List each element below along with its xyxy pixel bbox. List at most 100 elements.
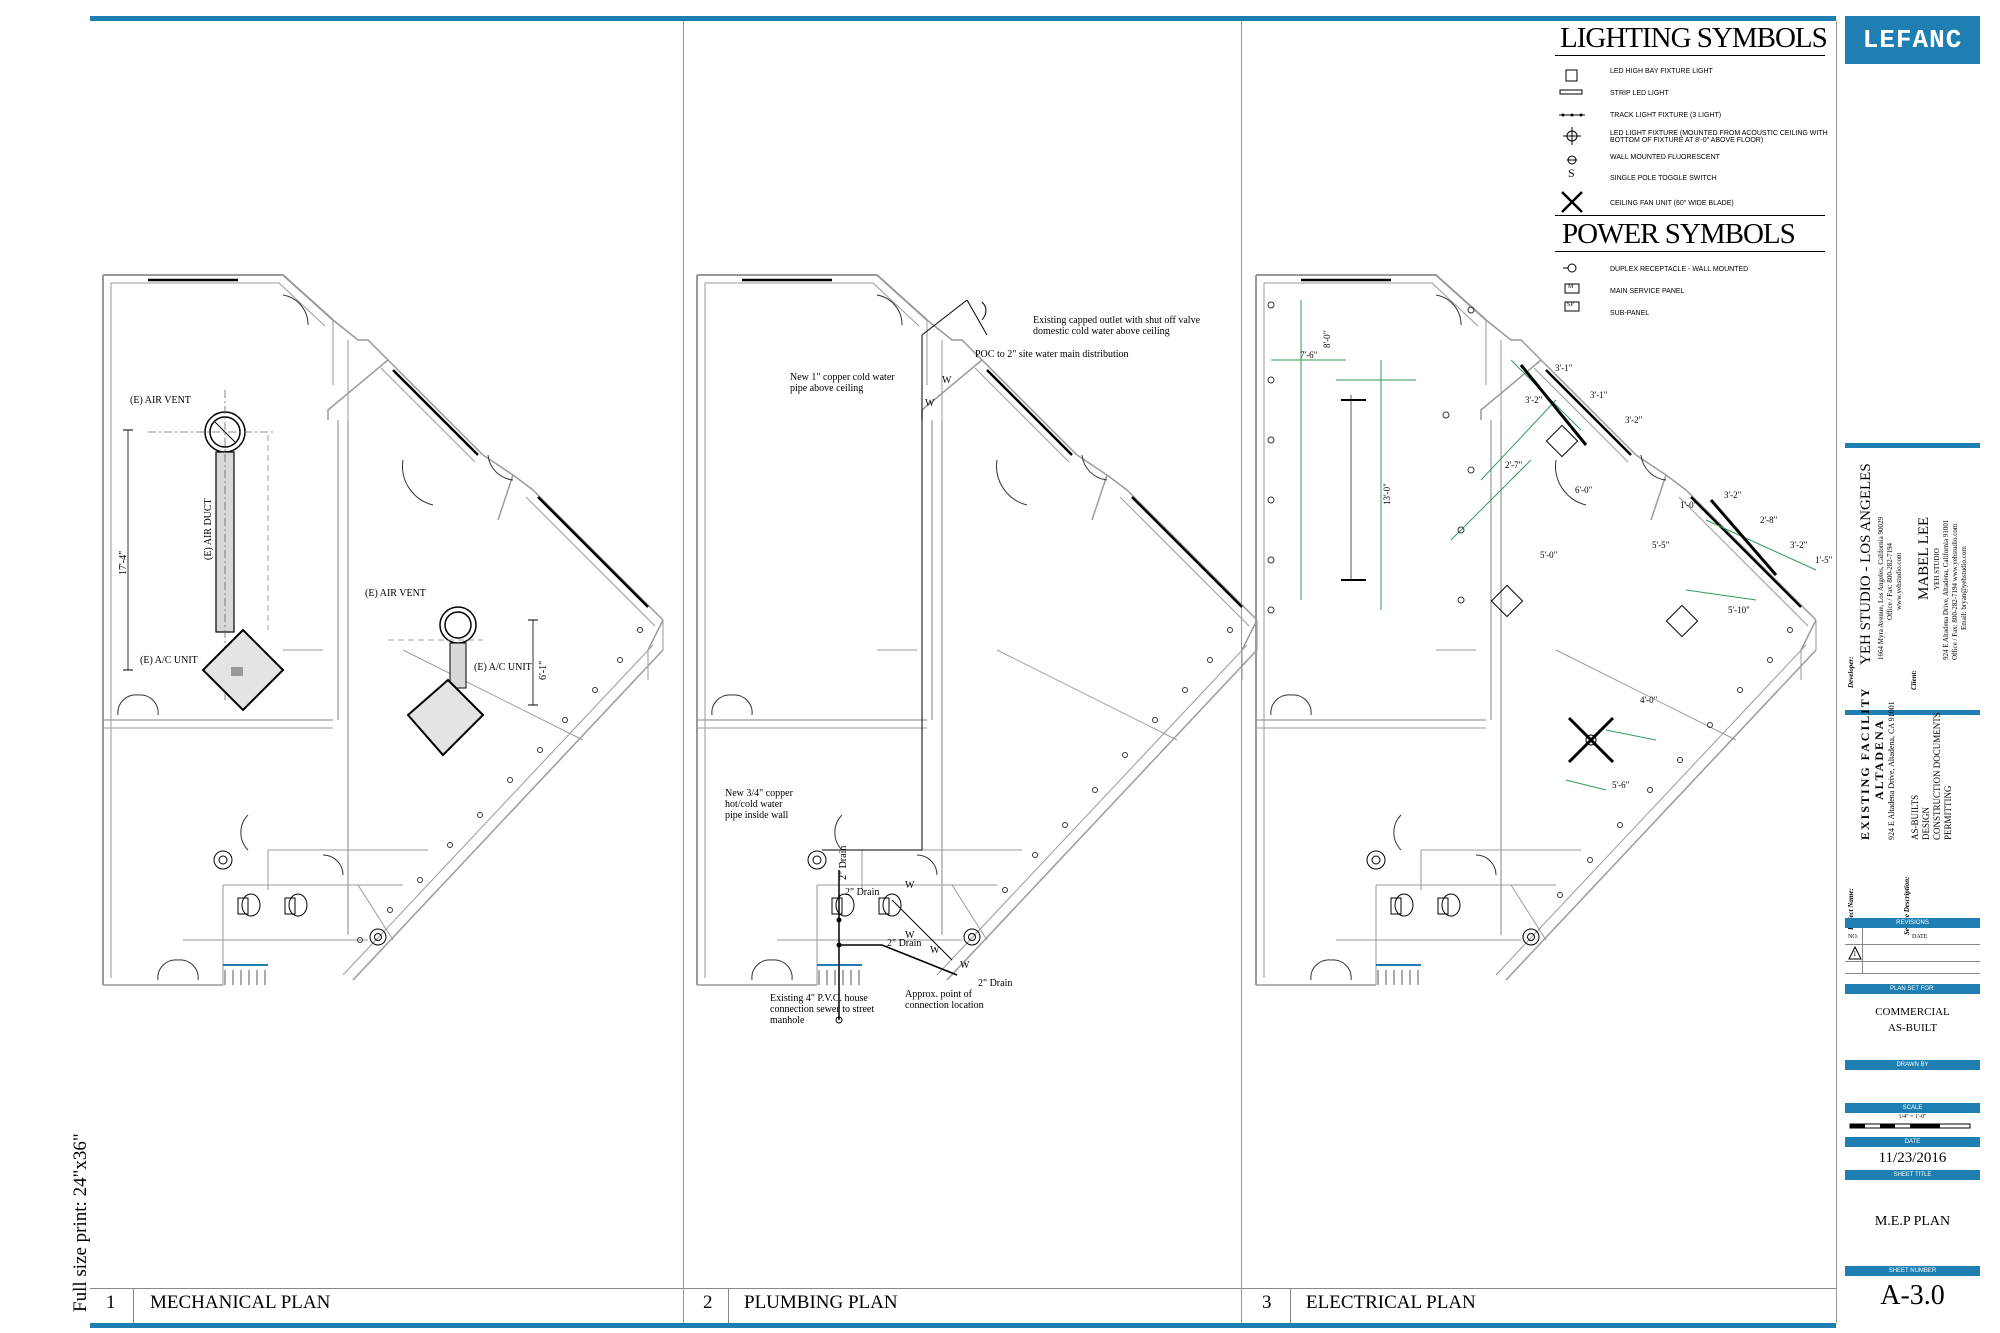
elec-dim-10: 5'-0" (1540, 550, 1558, 560)
mech-air-vent-label-2: (E) AIR VENT (365, 588, 426, 599)
tb-bar-sheet-title: SHEET TITLE (1845, 1170, 1980, 1180)
plumb-note-copper-1: New 1" copper cold water pipe above ceil… (790, 372, 895, 394)
power-title-underline (1555, 251, 1825, 252)
plan-number-sep-1 (133, 1288, 134, 1323)
elec-dim-5: 3'-1" (1590, 390, 1608, 400)
tb-bar-scale: SCALE (1845, 1103, 1980, 1113)
rev-date-label: DATE (1912, 934, 1928, 940)
plan-set-label: PLAN SET FOR: (1890, 986, 1935, 992)
date-label: DATE (1904, 1139, 1921, 1145)
tb-bar-developer (1845, 443, 1980, 448)
legend-left-rule (1555, 215, 1825, 216)
elec-dim-18: 3'-2" (1790, 540, 1808, 550)
plan-title-mechanical: MECHANICAL PLAN (150, 1292, 331, 1313)
mech-dimension-2: 6'-1" (538, 660, 549, 680)
rev-line-2 (1845, 961, 1980, 962)
lighting-item-6: SINGLE POLE TOGGLE SWITCH (1610, 175, 1717, 182)
plumb-note-outlet: Existing capped outlet with shut off val… (1033, 315, 1201, 337)
developer-label: Developer: (1847, 656, 1855, 688)
bottom-border-bar (90, 1323, 1836, 1328)
legend-panel-sp: SP (1567, 302, 1574, 308)
plumb-drain-1: 2" Drain (845, 887, 880, 898)
elec-dim-2: 8'-0" (1322, 330, 1332, 348)
lighting-item-5: WALL MOUNTED FLUORESCENT (1610, 154, 1720, 161)
elec-dim-12: 4'-0" (1640, 695, 1658, 705)
lighting-item-1: LED HIGH BAY FIXTURE LIGHT (1610, 68, 1713, 75)
bottom-thin-line (90, 1288, 1836, 1289)
logo-text: LEFANC (1862, 25, 1963, 55)
plan-title-electrical: ELECTRICAL PLAN (1306, 1292, 1476, 1313)
elec-dim-19: 1'-5" (1815, 555, 1833, 565)
sheet-number: A-3.0 (1880, 1280, 1945, 1311)
plumb-note-copper-34: New 3/4" copper hot/cold water pipe insi… (725, 788, 793, 821)
client-name: MABEL LEE (1916, 516, 1932, 600)
plan-number-2: 2 (703, 1292, 713, 1313)
developer-address: 1664 Myra Avenue, Los Angeles, Californi… (1877, 517, 1885, 660)
sheet-title-label: SHEET TITLE (1893, 1172, 1932, 1178)
plumb-w-1: W (942, 375, 952, 386)
elec-dim-7: 3'-2" (1525, 395, 1543, 405)
ceiling-fan-icon (1561, 191, 1583, 213)
elec-dim-8: 2'-7" (1505, 460, 1523, 470)
rev-line-3 (1845, 973, 1980, 974)
project-name-1: EXISTING FACILITY (1858, 686, 1872, 840)
elec-dim-14: 5'-10" (1728, 605, 1750, 615)
plumb-w-3: W (905, 880, 915, 891)
high-bay-fixture-icon (1565, 69, 1578, 82)
plumb-drain-3: 2" Drain (978, 978, 1013, 989)
developer-phone: Office / Fax: 800-282-7194 (1886, 542, 1894, 620)
lighting-symbols-title: LIGHTING SYMBOLS (1560, 22, 1828, 54)
titleblock-divider (1836, 21, 1837, 1323)
tb-bar-date: DATE (1845, 1137, 1980, 1147)
tb-bar-sheet-number: SHEET NUMBER (1845, 1266, 1980, 1276)
revision-triangle-icon (1848, 946, 1862, 960)
elec-dim-3: 13'-0" (1382, 483, 1392, 505)
rev-col-divider (1862, 928, 1863, 974)
power-item-1: DUPLEX RECEPTACLE - WALL MOUNTED (1610, 266, 1749, 273)
rev-line-1 (1845, 944, 1980, 945)
tb-bar-revisions: REVISIONS (1845, 918, 1980, 928)
strip-led-icon (1559, 89, 1583, 95)
legend-title-underline (1555, 55, 1825, 56)
rev-no-label: NO. (1848, 934, 1859, 940)
sheet-title: M.E.P PLAN (1874, 1214, 1951, 1229)
plumb-note-poc: POC to 2" site water main distribution (975, 349, 1129, 360)
elec-dim-6: 3'-2" (1625, 415, 1643, 425)
lighting-item-7: CEILING FAN UNIT (60" WIDE BLADE) (1610, 200, 1734, 207)
lighting-item-3: TRACK LIGHT FIXTURE (3 LIGHT) (1610, 112, 1722, 119)
sub-panel-icon (1564, 301, 1580, 312)
plumb-w-5: W (930, 945, 940, 956)
client-email: Email: bryan@yehstudio.com (1960, 546, 1968, 630)
date-value: 11/23/2016 (1878, 1150, 1947, 1166)
developer-web: www.yehstudio.com (1895, 552, 1903, 610)
plumb-note-sewer: Existing 4" P.V.C. house connection sewe… (770, 993, 875, 1026)
legend-panel-m: M (1568, 284, 1574, 290)
tb-bar-project (1845, 710, 1980, 715)
mech-air-duct-label: (E) AIR DUCT (203, 498, 214, 560)
legend-icons: S (1559, 69, 1585, 312)
plan-number-sep-3 (1290, 1288, 1291, 1323)
lighting-item-4: LED LIGHT FIXTURE (MOUNTED FROM ACOUSTIC… (1610, 130, 1828, 144)
plan-number-sep-2 (728, 1288, 729, 1323)
elec-dim-13: 5'-6" (1612, 780, 1630, 790)
project-address: 924 E Altadena Drive, Altadena, CA 91001 (1887, 701, 1896, 840)
led-light-fixture-icon (1563, 127, 1581, 145)
plumb-drain-4: 2" Drain (838, 845, 849, 880)
service-3: CONSTRUCTION DOCUMENTS (1932, 712, 1942, 840)
scale-label: SCALE (1902, 1105, 1923, 1111)
power-item-3: SUB-PANEL (1610, 310, 1650, 317)
elec-dim-16: 3'-2" (1724, 490, 1742, 500)
scale-value: 1/4" = 1'-0" (1898, 1114, 1927, 1120)
client-label: Client: (1910, 670, 1918, 690)
client-phone: Office / Fax: 800-282-7194 www.yehstudio… (1951, 523, 1959, 660)
elec-dim-17: 2'-8" (1760, 515, 1778, 525)
elec-dim-9: 6'-0" (1575, 485, 1593, 495)
lighting-item-2: STRIP LED LIGHT (1610, 90, 1669, 97)
plumb-w-4: W (905, 930, 915, 941)
toggle-switch-icon: S (1568, 166, 1575, 180)
service-1: AS-BUILTS (1910, 794, 1920, 840)
sheet-number-label: SHEET NUMBER (1888, 1268, 1937, 1274)
plan-title-plumbing: PLUMBING PLAN (744, 1292, 898, 1313)
elec-dim-1: 7'-6" (1300, 350, 1318, 360)
